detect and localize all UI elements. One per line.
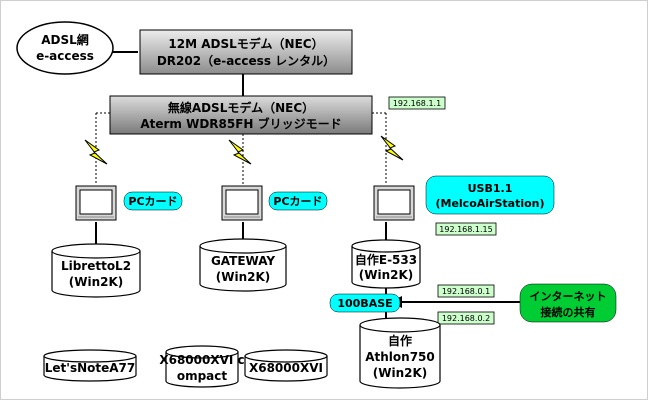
- svg-text:自作E-533: 自作E-533: [355, 252, 417, 267]
- modem-12m: 12M ADSLモデム（NEC） DR202（e-access レンタル）: [139, 29, 353, 75]
- disk-letsnote: Let'sNoteA77: [43, 349, 137, 382]
- pc-card-badge-1: PCカード: [123, 191, 183, 211]
- svg-text:PCカード: PCカード: [128, 195, 177, 208]
- svg-text:(Win2K): (Win2K): [359, 268, 414, 282]
- disk-x68000-compact: X68000XVI c ompact: [159, 345, 245, 388]
- svg-text:(Win2K): (Win2K): [216, 270, 271, 284]
- svg-text:PCカード: PCカード: [273, 195, 322, 208]
- adsl-cloud: ADSL網 e-access: [16, 21, 114, 75]
- monitor-icon: [75, 185, 117, 221]
- svg-text:(Win2K): (Win2K): [373, 366, 428, 380]
- svg-text:Athlon750: Athlon750: [365, 350, 435, 364]
- wireless-modem: 無線ADSLモデム（NEC） Aterm WDR85FH ブリッジモード: [109, 95, 373, 135]
- ip-label-athlon: 192.168.0.2: [437, 311, 495, 325]
- svg-text:X68000XVI: X68000XVI: [249, 361, 323, 375]
- svg-text:100BASE: 100BASE: [337, 297, 392, 310]
- lightning-icon: [380, 135, 404, 161]
- svg-text:DR202（e-access レンタル）: DR202（e-access レンタル）: [157, 53, 335, 68]
- svg-text:192.168.1.1: 192.168.1.1: [393, 99, 441, 108]
- svg-text:ADSL網: ADSL網: [41, 32, 89, 47]
- disk-athlon: 自作 Athlon750 (Win2K): [359, 317, 441, 389]
- svg-text:Aterm WDR85FH ブリッジモード: Aterm WDR85FH ブリッジモード: [140, 116, 341, 131]
- svg-text:(Win2K): (Win2K): [69, 275, 124, 289]
- svg-text:接続の共有: 接続の共有: [541, 305, 596, 319]
- monitor-icon: [221, 185, 263, 221]
- svg-text:X68000XVI c: X68000XVI c: [159, 353, 244, 367]
- badge-100base: 100BASE: [329, 293, 401, 313]
- disk-x68000xvi: X68000XVI: [244, 349, 328, 382]
- lightning-icon: [228, 139, 252, 165]
- disk-gateway: GATEWAY (Win2K): [199, 238, 287, 292]
- svg-text:LibrettoL2: LibrettoL2: [61, 259, 131, 273]
- svg-text:USB1.1: USB1.1: [468, 182, 513, 195]
- svg-text:Let'sNoteA77: Let'sNoteA77: [45, 361, 136, 375]
- internet-share-badge: インターネット 接続の共有: [519, 283, 617, 323]
- monitor-icon: [373, 185, 415, 221]
- ip-label-usb: 192.168.1.15: [435, 222, 497, 236]
- svg-text:192.168.0.1: 192.168.0.1: [442, 287, 490, 296]
- svg-text:GATEWAY: GATEWAY: [211, 254, 275, 268]
- svg-text:(MelcoAirStation): (MelcoAirStation): [435, 197, 544, 210]
- svg-text:インターネット: インターネット: [530, 290, 607, 303]
- ip-label-e533: 192.168.0.1: [437, 284, 495, 298]
- pc-card-badge-2: PCカード: [268, 191, 328, 211]
- lightning-icon: [84, 139, 108, 165]
- disk-libretto: LibrettoL2 (Win2K): [51, 243, 141, 298]
- ip-label-wireless: 192.168.1.1: [388, 96, 446, 110]
- usb-badge: USB1.1 (MelcoAirStation): [425, 175, 555, 215]
- svg-text:192.168.1.15: 192.168.1.15: [439, 225, 492, 234]
- svg-text:12M ADSLモデム（NEC）: 12M ADSLモデム（NEC）: [168, 36, 323, 51]
- svg-text:無線ADSLモデム（NEC）: 無線ADSLモデム（NEC）: [168, 100, 314, 115]
- svg-text:自作: 自作: [388, 333, 412, 348]
- svg-text:ompact: ompact: [177, 369, 228, 383]
- svg-text:e-access: e-access: [36, 49, 94, 63]
- disk-e533: 自作E-533 (Win2K): [351, 239, 421, 289]
- svg-text:192.168.0.2: 192.168.0.2: [442, 314, 490, 323]
